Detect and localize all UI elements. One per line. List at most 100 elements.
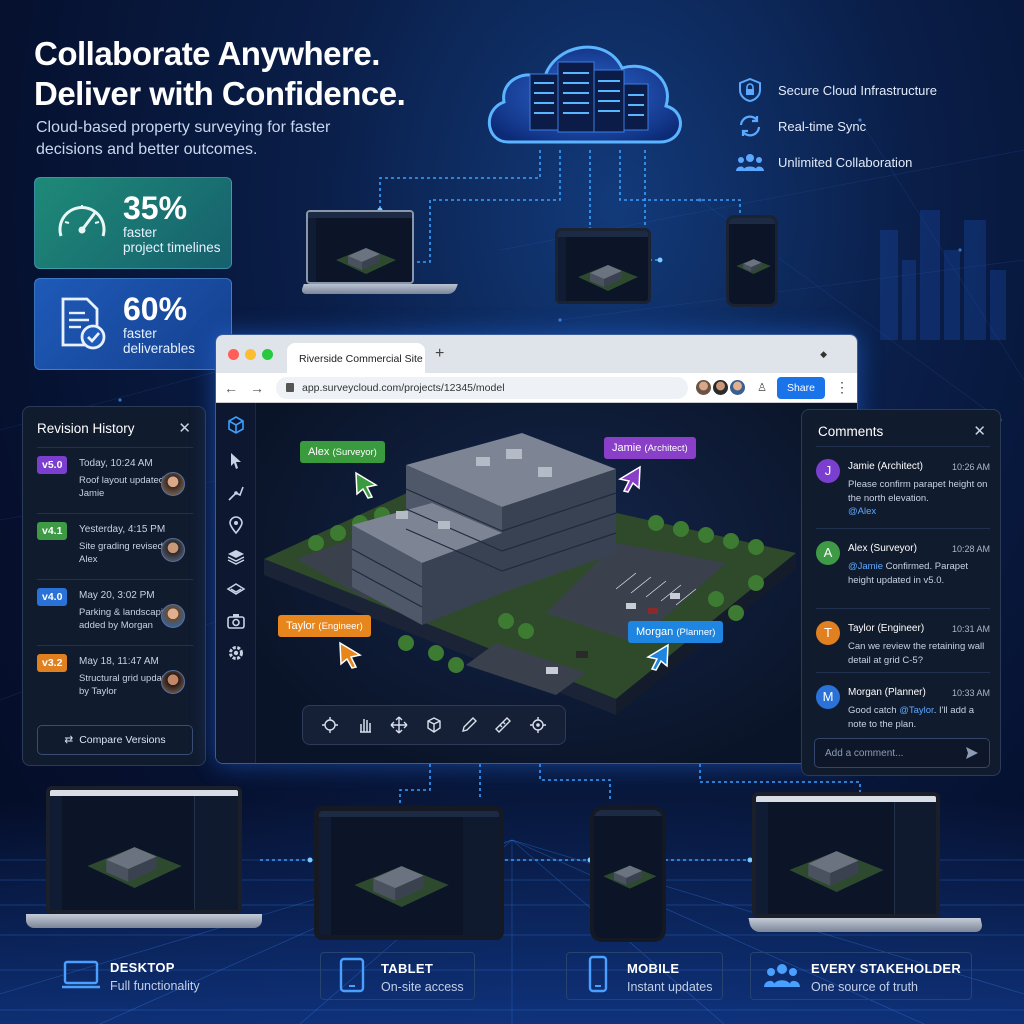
- revision-description: Parking & landscaping added by Morgan: [79, 607, 174, 631]
- collaborator-avatars: [694, 378, 748, 397]
- stat-label-line1: faster: [123, 326, 157, 341]
- surface-icon[interactable]: [226, 579, 246, 599]
- orbit-icon[interactable]: [321, 716, 339, 734]
- platform-subtitle: Instant updates: [627, 980, 713, 994]
- close-icon[interactable]: ✕: [973, 423, 986, 440]
- avatar: A: [816, 541, 840, 565]
- stat-label-line2: project timelines: [123, 240, 221, 255]
- pan-hand-icon[interactable]: [356, 716, 374, 734]
- pencil-icon[interactable]: [460, 716, 478, 734]
- camera-icon[interactable]: [226, 611, 246, 631]
- comment-time: 10:31 AM: [951, 624, 990, 634]
- mention-link[interactable]: @Taylor: [899, 705, 934, 716]
- forward-arrow-icon[interactable]: →: [250, 379, 264, 396]
- maximize-window-button[interactable]: [262, 348, 273, 360]
- location-pin-icon[interactable]: [226, 515, 246, 535]
- comment-item: A Alex (Surveyor) 10:28 AM @Jamie Confir…: [816, 528, 990, 608]
- comment-text: @Jamie Confirmed. Parapet height updated…: [848, 560, 988, 587]
- comment-body: Good catch: [848, 705, 900, 716]
- platform-title: DESKTOP: [110, 960, 175, 975]
- feature-secure: Secure Cloud Infrastructure: [736, 72, 937, 108]
- cursor-label-jamie: Jamie (Architect): [604, 437, 696, 459]
- cursor-role: (Engineer): [318, 621, 363, 632]
- cursor-arrow-icon: [646, 643, 669, 671]
- feature-list: Secure Cloud Infrastructure Real-time Sy…: [736, 72, 937, 180]
- building-thumbnail: [578, 265, 638, 291]
- platform-title: MOBILE: [627, 961, 680, 976]
- measure-icon[interactable]: [226, 483, 246, 503]
- new-tab-button[interactable]: +: [435, 345, 445, 362]
- browser-window: Riverside Commercial Site + ◆ ← → app.su…: [215, 334, 858, 764]
- hero-title-line2: Deliver with Confidence.: [34, 75, 406, 112]
- stat-label-line1: faster: [123, 225, 157, 240]
- stat-value: 60%: [123, 291, 188, 327]
- url-text: app.surveycloud.com/projects/12345/model: [302, 381, 505, 394]
- feature-label: Unlimited Collaboration: [778, 154, 913, 170]
- cube-view-icon[interactable]: [425, 716, 443, 734]
- cursor-name: Morgan: [636, 626, 674, 638]
- target-icon[interactable]: [529, 716, 547, 734]
- team-icon: [736, 154, 764, 171]
- cursor-name: Alex: [308, 446, 330, 458]
- cube-icon[interactable]: [226, 415, 246, 435]
- pointer-icon[interactable]: [226, 451, 246, 471]
- close-window-button[interactable]: [228, 348, 239, 360]
- close-icon[interactable]: ✕: [178, 420, 191, 437]
- tab-menu-icon[interactable]: ◆: [820, 348, 827, 359]
- tablet-device: [555, 228, 651, 304]
- comment-body: Confirmed. Parapet height updated in v5.…: [848, 561, 969, 586]
- building-thumbnail: [736, 259, 771, 274]
- version-badge: v4.0: [37, 588, 68, 606]
- feature-label: Real-time Sync: [778, 118, 867, 134]
- hero-title: Collaborate Anywhere. Deliver with Confi…: [34, 34, 406, 114]
- cursor-arrow-icon: [618, 465, 641, 493]
- share-button[interactable]: Share: [776, 376, 825, 399]
- revision-item[interactable]: v4.1 Yesterday, 4:15 PM Site grading rev…: [37, 513, 193, 577]
- browser-tab[interactable]: Riverside Commercial Site: [287, 343, 425, 373]
- send-icon[interactable]: [965, 746, 979, 760]
- platform-subtitle: Full functionality: [110, 979, 200, 993]
- comments-panel: Comments ✕ J Jamie (Architect) 10:26 AM …: [801, 409, 1001, 776]
- address-field[interactable]: app.surveycloud.com/projects/12345/model: [276, 376, 689, 399]
- avatar: [161, 472, 185, 496]
- back-arrow-icon[interactable]: ←: [224, 379, 238, 396]
- mention-link[interactable]: @Alex: [848, 506, 877, 517]
- compare-icon: ⇄: [64, 734, 74, 746]
- ruler-icon[interactable]: [494, 716, 512, 734]
- comment-author: Morgan (Planner): [848, 687, 926, 698]
- revision-item[interactable]: v5.0 Today, 10:24 AM Roof layout updated…: [37, 447, 193, 511]
- move-icon[interactable]: [390, 716, 408, 734]
- feature-sync: Real-time Sync: [736, 108, 937, 144]
- laptop-device: [300, 210, 458, 306]
- more-options-icon[interactable]: ⋮: [835, 379, 849, 395]
- document-check-icon: [61, 297, 106, 350]
- speedometer-icon: [58, 205, 106, 237]
- tool-rail: [216, 403, 256, 763]
- cursor-role: (Architect): [644, 443, 688, 454]
- comment-item: M Morgan (Planner) 10:33 AM Good catch @…: [816, 672, 990, 736]
- layers-icon[interactable]: [226, 547, 246, 567]
- phone-device: [726, 215, 778, 307]
- platform-title: EVERY STAKEHOLDER: [811, 961, 962, 976]
- comment-input[interactable]: Add a comment...: [814, 738, 990, 768]
- compare-label: Compare Versions: [79, 734, 166, 746]
- platform-tablet: TABLET On-site access: [320, 952, 475, 1000]
- mention-link[interactable]: @Jamie: [848, 561, 883, 572]
- revision-item[interactable]: v3.2 May 18, 11:47 AM Structural grid up…: [37, 645, 193, 709]
- comment-text: Can we review the retaining wall detail …: [848, 641, 985, 666]
- desktop-laptop-device: [26, 786, 262, 944]
- minimize-window-button[interactable]: [245, 348, 256, 360]
- revision-description: Roof layout updated by Jamie: [79, 475, 177, 499]
- settings-gear-icon[interactable]: [226, 643, 246, 663]
- compare-versions-button[interactable]: ⇄ Compare Versions: [37, 725, 193, 755]
- 3d-viewport[interactable]: Alex (Surveyor) Jamie (Architect) Taylor…: [256, 403, 857, 763]
- user-icon[interactable]: ♙: [757, 382, 767, 394]
- comment-placeholder: Add a comment...: [825, 748, 904, 759]
- phone-icon: [588, 955, 608, 993]
- version-badge: v4.1: [37, 522, 68, 540]
- phone-device: [590, 806, 666, 942]
- revision-time: Yesterday, 4:15 PM: [79, 524, 166, 535]
- platform-subtitle: On-site access: [381, 980, 464, 994]
- revision-item[interactable]: v4.0 May 20, 3:02 PM Parking & landscapi…: [37, 579, 193, 643]
- cursor-label-alex: Alex (Surveyor): [300, 441, 385, 463]
